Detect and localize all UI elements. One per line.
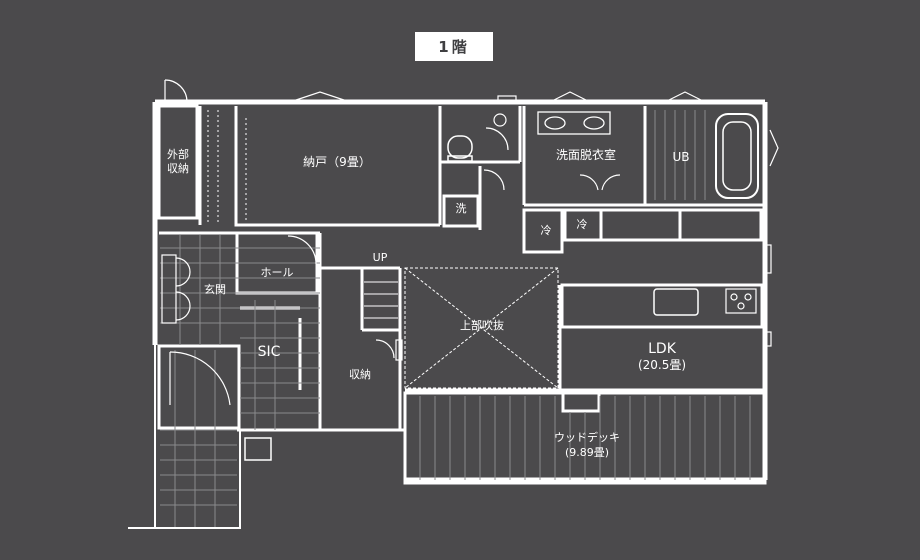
room-label-deck: ウッドデッキ	[554, 431, 620, 444]
porch-sink	[244, 437, 272, 461]
room-label-wash: 洗	[455, 202, 467, 215]
cooktop	[725, 288, 757, 314]
room-label-deck-size: (9.89畳)	[564, 446, 610, 459]
room-label-sic: SIC	[257, 344, 281, 360]
bathtub	[715, 113, 759, 199]
room-label-ub: UB	[672, 150, 690, 164]
room-label-storage-outside: 外部 収納	[167, 148, 189, 175]
room-label-nando: 納戸（9畳）	[303, 155, 371, 169]
handwash	[493, 113, 507, 127]
tile-grid	[160, 235, 320, 528]
porch-outline	[128, 345, 241, 529]
closet-rods	[207, 110, 247, 222]
shoe-shelf	[161, 254, 191, 324]
room-label-up: UP	[372, 251, 388, 264]
window-markers	[289, 91, 779, 361]
room-label-washroom: 洗面脱衣室	[555, 148, 617, 162]
deck-boards	[419, 396, 751, 480]
floor-title: 1階	[415, 32, 493, 61]
room-label-ldk: LDK	[648, 341, 676, 357]
room-label-hall: ホール	[260, 266, 294, 279]
room-label-ldk-size: (20.5畳)	[637, 358, 687, 372]
kitchen-sink	[653, 288, 699, 316]
toilet	[447, 135, 473, 162]
door-swings	[164, 79, 621, 406]
room-label-genkan: 玄関	[204, 283, 226, 296]
room-label-storage: 収納	[349, 368, 371, 381]
room-label-fridge-1: 冷	[540, 224, 552, 237]
interior-walls	[157, 104, 767, 485]
bathtub-inner	[722, 121, 752, 191]
room-label-fridge-2: 冷	[576, 218, 588, 231]
stair-treads	[364, 281, 398, 319]
room-label-void: 上部吹抜	[460, 319, 504, 332]
vanity-sinks	[537, 111, 611, 135]
bath-floor	[654, 110, 706, 200]
void-area	[404, 267, 559, 389]
